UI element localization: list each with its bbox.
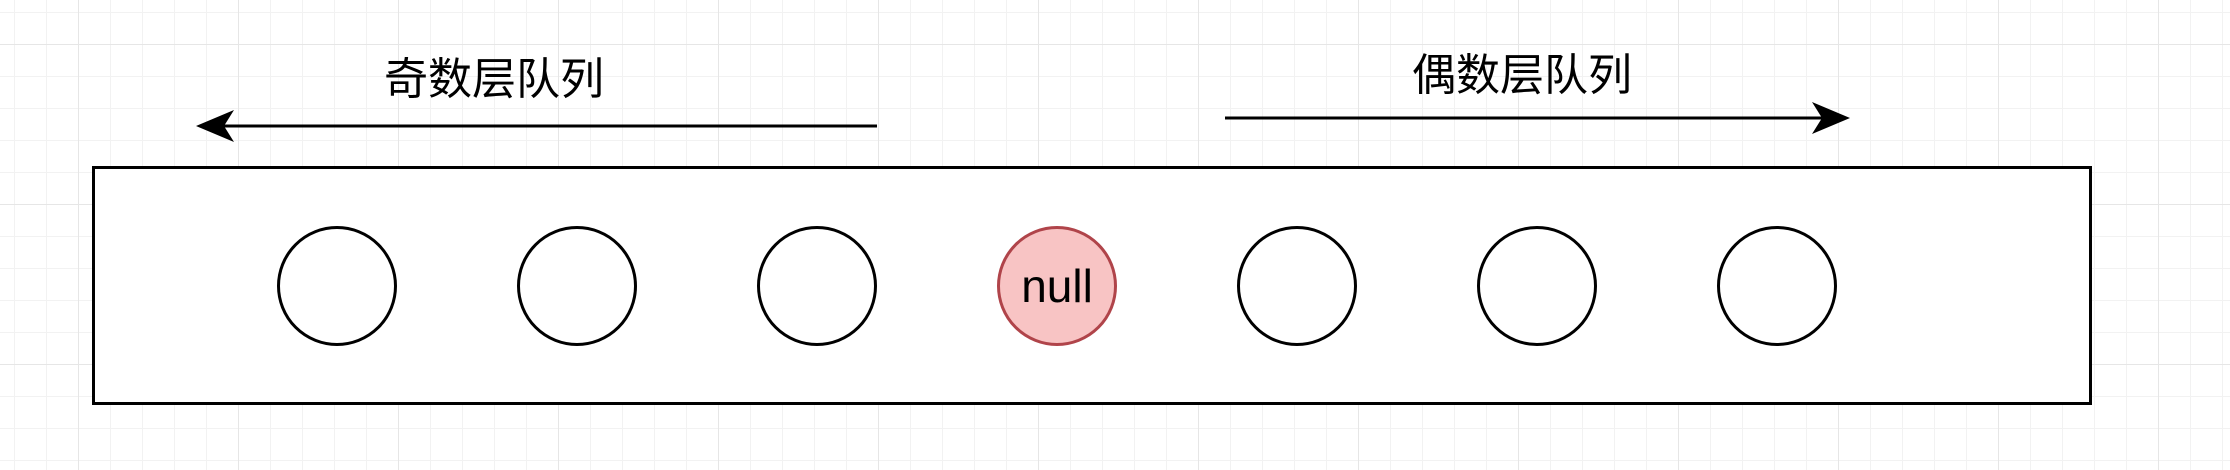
even-queue-arrow bbox=[1225, 102, 1850, 134]
odd-queue-arrow bbox=[196, 110, 877, 142]
queue-node bbox=[517, 226, 637, 346]
queue-node bbox=[757, 226, 877, 346]
queue-node bbox=[277, 226, 397, 346]
queue-node bbox=[1477, 226, 1597, 346]
queue-node bbox=[1237, 226, 1357, 346]
null-node: null bbox=[997, 226, 1117, 346]
odd-queue-label: 奇数层队列 bbox=[384, 54, 604, 105]
even-queue-label: 偶数层队列 bbox=[1412, 50, 1632, 101]
queue-node bbox=[1717, 226, 1837, 346]
